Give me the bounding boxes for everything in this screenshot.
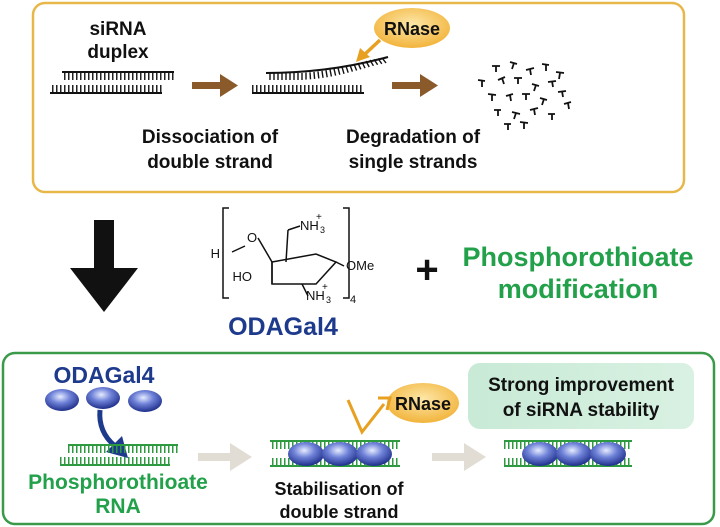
stab-label-line2: double strand: [279, 502, 398, 522]
grey-arrow-1: [198, 443, 252, 471]
rnase-label-top: RNase: [384, 19, 440, 39]
degraded-fragments: [477, 61, 572, 130]
svg-text:OMe: OMe: [346, 258, 374, 273]
final-stable-duplex: [504, 440, 632, 467]
rnase-enzyme-bottom: RNase: [387, 383, 459, 423]
odagal4-beads-free: [45, 387, 162, 412]
down-arrow: [70, 220, 138, 312]
rnase-enzyme-top: RNase: [374, 8, 450, 48]
svg-text:H: H: [211, 246, 220, 261]
top-panel-frame: [31, 1, 686, 194]
modification-line1: Phosphorothioate: [463, 242, 694, 272]
svg-text:+: +: [322, 282, 328, 293]
svg-text:3: 3: [320, 225, 325, 235]
step1-label-line1: Dissociation of: [142, 127, 279, 148]
stab-label-line1: Stabilisation of: [274, 479, 404, 499]
result-line1: Strong improvement: [488, 375, 674, 396]
phosphorothioate-duplex: [60, 444, 178, 466]
modification-line2: modification: [498, 274, 659, 304]
rnase-deflect-arrow: [346, 396, 392, 435]
svg-text:+: +: [316, 212, 322, 223]
plus-sign: +: [415, 248, 438, 292]
odagal4-structure-labels: H O HO OMe NH 3 + NH 3 + 4: [211, 212, 375, 306]
svg-text:NH: NH: [300, 218, 319, 233]
odagal4-name: ODAGal4: [228, 313, 338, 341]
svg-text:O: O: [247, 230, 257, 245]
result-line2: of siRNA stability: [503, 400, 660, 421]
svg-text:HO: HO: [233, 269, 253, 284]
rnase-attack-arrow-top: [356, 38, 382, 62]
process-arrow-1: [192, 74, 238, 97]
phospho-label-line1: Phosphorothioate: [28, 471, 208, 494]
duplex-label-line1: siRNA: [89, 19, 146, 40]
step1-label-line2: double strand: [147, 152, 273, 173]
dissociating-strand: [252, 56, 389, 94]
svg-text:3: 3: [326, 295, 331, 305]
grey-arrow-2: [432, 443, 486, 471]
rnase-label-bottom: RNase: [395, 394, 451, 414]
svg-text:NH: NH: [306, 288, 325, 303]
step2-label-line1: Degradation of: [346, 127, 481, 148]
duplex-label-line2: duplex: [87, 42, 149, 63]
sirna-duplex: [50, 71, 174, 94]
bottom-compound-label: ODAGal4: [54, 362, 155, 388]
stabilised-duplex: [270, 440, 400, 467]
svg-text:4: 4: [350, 294, 356, 306]
odagal4-structure: [222, 207, 350, 299]
result-box: [468, 363, 694, 429]
phospho-label-line2: RNA: [95, 495, 141, 518]
step2-label-line2: single strands: [349, 152, 478, 173]
process-arrow-2: [392, 74, 438, 97]
